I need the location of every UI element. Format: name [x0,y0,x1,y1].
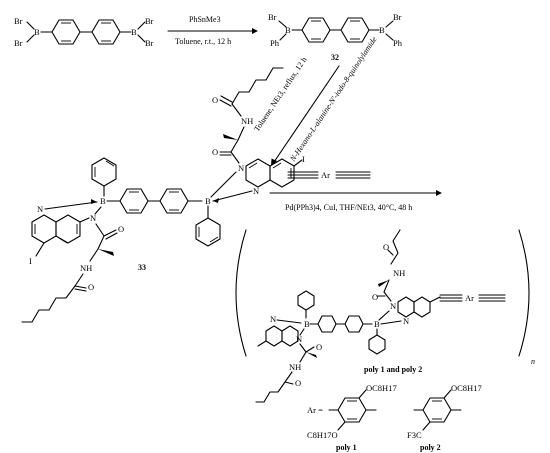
atom-o: O [316,342,322,352]
ar-definition-poly1: Ar = OC8H17 C8H17O poly 1 [307,383,397,452]
atom-n: N [403,316,409,326]
atom-b: B [304,319,310,329]
atom-nh: NH [241,116,253,126]
compound-32-structure: Br Ph B B Br Ph 32 [268,12,403,62]
atom-nh: NH [80,263,92,273]
compound-33-structure: O NH O N I N B [21,67,305,323]
step2-arrow: Toluene, NEt3, reflux, 12 h N-Hexano-L-a… [252,35,379,166]
substituent-bottom: F3C [407,430,422,440]
atom-br: Br [393,12,402,22]
atom-n: N [253,186,259,196]
compound-label-33: 33 [138,263,146,272]
atom-ar: Ar [465,293,474,303]
atom-o: O [372,292,378,302]
atom-o: O [383,242,389,252]
step1-conditions: Toluene, r.t., 12 h [175,37,231,46]
step1-reagent: PhSnMe3 [189,15,221,24]
atom-b: B [374,319,380,329]
atom-n: N [390,301,396,311]
atom-b: B [285,25,291,35]
atom-o: O [212,147,218,157]
atom-nh: NH [393,268,405,278]
substituent-top: OC8H17 [366,383,397,393]
atom-b: B [131,27,137,37]
atom-b: B [379,25,385,35]
atom-o: O [118,224,124,234]
atom-n: N [37,204,43,214]
atom-br: Br [14,38,23,48]
polymer-structure: n O NH O N N Ar B [235,229,535,403]
polymer-label: poly 1 and poly 2 [364,365,422,374]
compound-label-32: 32 [331,53,339,62]
step2-conditions-line1: Toluene, NEt3, reflux, 12 h [252,55,308,133]
starting-material-structure: Br Br B B Br Br [14,16,154,48]
poly2-label: poly 2 [420,443,441,452]
atom-nh: NH [289,362,301,372]
atom-br: Br [14,16,23,26]
atom-i: I [29,256,32,266]
atom-b: B [34,27,40,37]
substituent-top: OC8H17 [451,383,482,393]
atom-br: Br [145,16,154,26]
atom-o: O [88,282,94,292]
poly1-label: poly 1 [336,443,357,452]
atom-o: O [212,95,218,105]
atom-n: N [238,163,244,173]
ar-prefix: Ar = [307,405,323,415]
atom-br: Br [268,12,277,22]
atom-i: I [302,154,305,164]
atom-ar: Ar [321,170,330,180]
ar-definition-poly2: OC8H17 F3C poly 2 [407,383,482,452]
substituent-bottom: C8H17O [307,430,338,440]
atom-ph: Ph [393,38,403,48]
atom-n: N [296,334,302,344]
atom-br: Br [145,38,154,48]
step1-arrow: PhSnMe3 Toluene, r.t., 12 h [167,15,258,46]
polymer-subscript-n: n [531,357,535,366]
atom-b: B [100,196,106,206]
atom-b: B [205,196,211,206]
step3-conditions: Pd(PPh3)4, CuI, THF/NEt3, 40°C, 48 h [285,203,412,212]
atom-ph: Ph [270,38,280,48]
atom-n: N [90,213,96,223]
atom-o: O [295,378,301,388]
step3-arrow: Ar Pd(PPh3)4, CuI, THF/NEt3, 40°C, 48 h [269,170,442,212]
atom-n: N [270,314,276,324]
